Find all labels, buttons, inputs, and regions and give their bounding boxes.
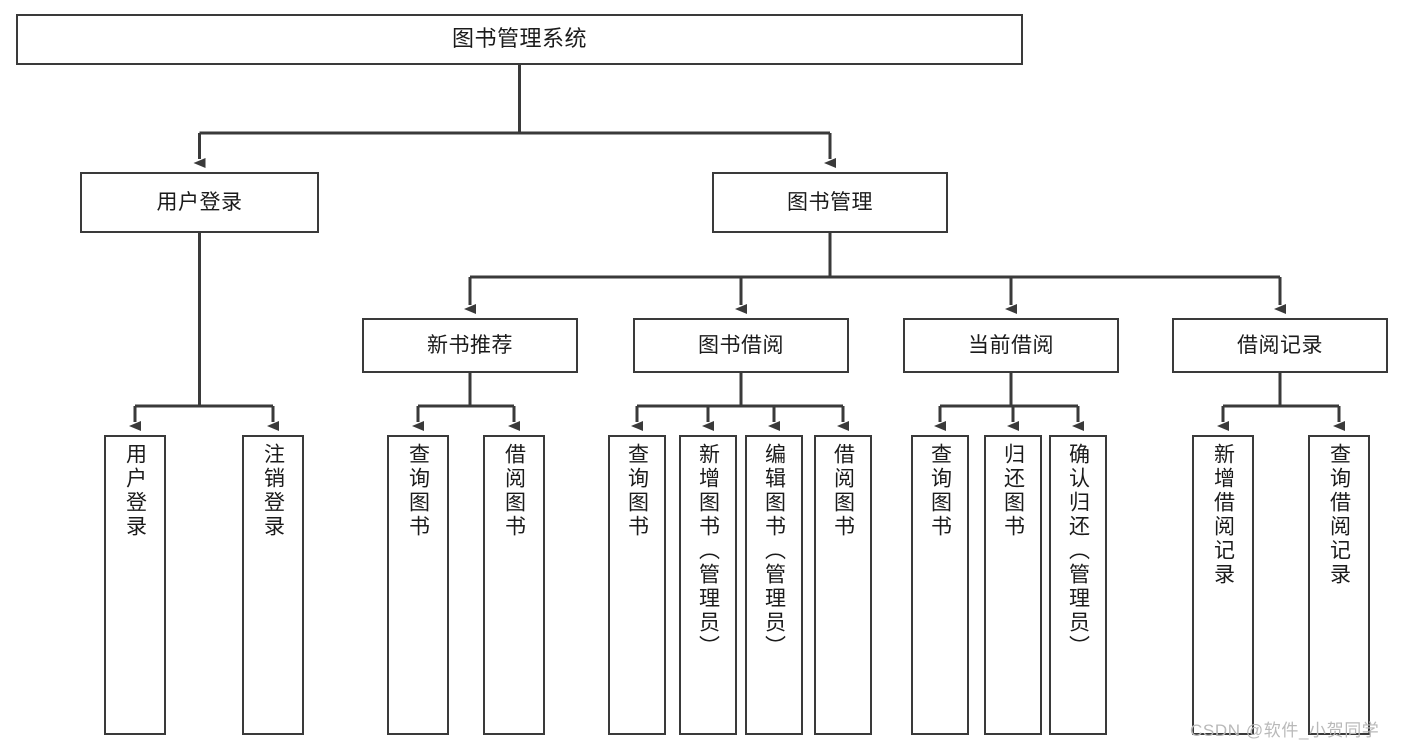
node-label: 注销登录 (261, 443, 285, 539)
node-current[interactable]: 当前借阅 (903, 318, 1119, 373)
node-label: 图书管理 (787, 190, 873, 214)
node-label: 借阅图书 (831, 443, 855, 539)
node-label: 新增借阅记录 (1211, 443, 1235, 587)
node-label: 新书推荐 (427, 333, 513, 357)
node-label: 图书借阅 (698, 333, 784, 357)
node-leaf-new-1[interactable]: 查询图书 (387, 435, 449, 735)
node-bookmgmt[interactable]: 图书管理 (712, 172, 948, 233)
node-records[interactable]: 借阅记录 (1172, 318, 1388, 373)
node-leaf-bor-1[interactable]: 查询图书 (608, 435, 666, 735)
node-label: 图书管理系统 (451, 26, 587, 52)
node-label: 编辑图书（管理员） (762, 443, 786, 659)
node-label: 当前借阅 (968, 333, 1054, 357)
node-newrec[interactable]: 新书推荐 (362, 318, 578, 373)
node-label: 确认归还（管理员） (1066, 443, 1090, 659)
node-root[interactable]: 图书管理系统 (16, 14, 1023, 65)
node-label: 查询图书 (928, 443, 952, 539)
node-leaf-rec-1[interactable]: 新增借阅记录 (1192, 435, 1254, 735)
node-leaf-new-2[interactable]: 借阅图书 (483, 435, 545, 735)
node-leaf-login-1[interactable]: 用户登录 (104, 435, 166, 735)
node-leaf-bor-4[interactable]: 借阅图书 (814, 435, 872, 735)
node-label: 新增图书（管理员） (696, 443, 720, 659)
node-leaf-bor-3[interactable]: 编辑图书（管理员） (745, 435, 803, 735)
node-leaf-cur-3[interactable]: 确认归还（管理员） (1049, 435, 1107, 735)
node-leaf-login-2[interactable]: 注销登录 (242, 435, 304, 735)
node-leaf-cur-2[interactable]: 归还图书 (984, 435, 1042, 735)
node-label: 查询图书 (625, 443, 649, 539)
node-leaf-cur-1[interactable]: 查询图书 (911, 435, 969, 735)
node-label: 用户登录 (156, 190, 243, 214)
node-leaf-bor-2[interactable]: 新增图书（管理员） (679, 435, 737, 735)
node-label: 借阅图书 (502, 443, 526, 539)
node-label: 查询借阅记录 (1327, 443, 1351, 587)
node-label: 借阅记录 (1237, 333, 1323, 357)
node-login[interactable]: 用户登录 (80, 172, 319, 233)
node-borrow[interactable]: 图书借阅 (633, 318, 849, 373)
node-label: 归还图书 (1001, 443, 1025, 539)
node-label: 查询图书 (406, 443, 430, 539)
node-leaf-rec-2[interactable]: 查询借阅记录 (1308, 435, 1370, 735)
node-label: 用户登录 (123, 443, 147, 539)
